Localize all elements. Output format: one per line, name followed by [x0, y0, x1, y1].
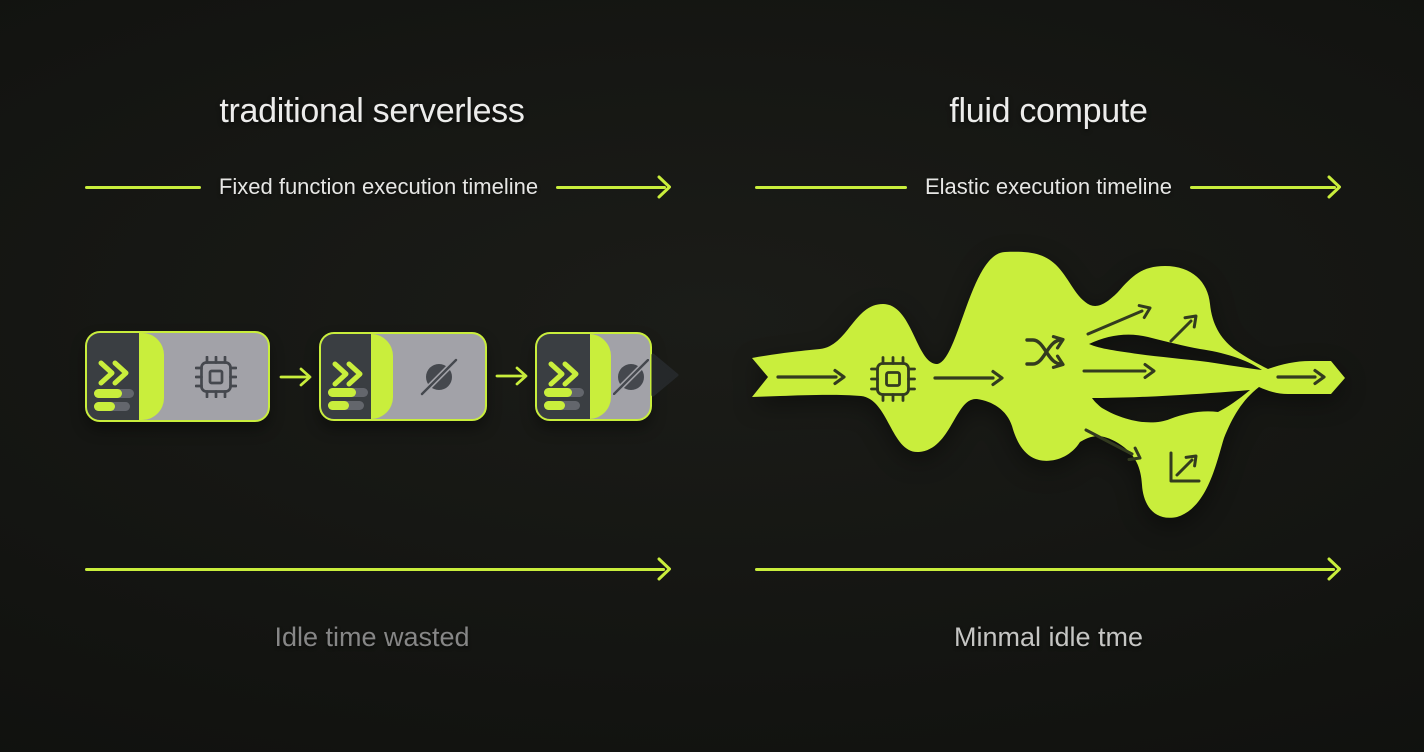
fluid-compute-blob — [752, 251, 1345, 518]
branch-down-arrow-icon — [1084, 428, 1142, 462]
code-chevrons-icon — [98, 360, 129, 386]
compute-section — [164, 333, 268, 420]
arrowhead-icon — [1327, 175, 1342, 199]
flow-arrow-icon — [776, 368, 846, 386]
diagonal-arrow-icon — [1169, 314, 1198, 343]
blob-shape — [752, 251, 1345, 518]
code-lines — [328, 388, 368, 410]
execution-band — [370, 334, 393, 419]
cpu-chip-icon — [195, 355, 237, 398]
function-box-2 — [319, 332, 487, 421]
idle-slash-icon — [420, 358, 458, 395]
right-caption: Minmal idle tme — [953, 622, 1144, 652]
step-arrow-icon — [495, 366, 528, 386]
code-chevrons-icon — [332, 361, 363, 387]
branch-up-arrow-icon — [1086, 304, 1152, 336]
execution-band — [589, 334, 611, 419]
right-timeline-label: Elastic execution timeline — [925, 174, 1173, 199]
left-timeline: Fixed function execution timeline — [85, 173, 672, 201]
code-lines — [94, 389, 134, 411]
right-bottom-timeline-arrow — [755, 556, 1342, 582]
arrowhead-icon — [657, 557, 671, 581]
right-panel-title: fluid compute — [949, 92, 1148, 130]
timeline-arrow — [556, 174, 672, 200]
fade-arrow-icon — [651, 353, 679, 397]
cpu-chip-icon — [870, 356, 916, 402]
timeline-arrow — [1190, 174, 1342, 200]
right-timeline: Elastic execution timeline — [755, 173, 1342, 201]
left-timeline-label: Fixed function execution timeline — [218, 174, 539, 199]
compute-section — [611, 334, 650, 419]
function-code-section — [321, 334, 371, 419]
flow-arrow-icon — [1276, 368, 1326, 386]
code-chevrons-icon — [548, 361, 579, 387]
function-box-1 — [85, 331, 270, 422]
arrowhead-icon — [1327, 557, 1341, 581]
flow-arrow-icon — [933, 369, 1004, 387]
function-box-3 — [535, 332, 652, 421]
left-panel-title: traditional serverless — [219, 92, 525, 130]
function-code-section — [537, 334, 590, 419]
shuffle-icon — [1025, 334, 1065, 370]
code-lines — [544, 388, 584, 410]
branch-mid-arrow-icon — [1082, 363, 1156, 379]
left-caption: Idle time wasted — [274, 622, 470, 652]
arrowhead-icon — [657, 175, 672, 199]
timeline-line — [85, 185, 201, 189]
timeline-line — [755, 185, 907, 189]
execution-band — [138, 333, 164, 420]
compute-section — [393, 334, 485, 419]
step-arrow-icon — [279, 367, 312, 387]
idle-slash-icon — [612, 358, 649, 395]
function-code-section — [87, 333, 139, 420]
left-bottom-timeline-arrow — [85, 556, 672, 582]
scale-expand-icon — [1169, 451, 1201, 483]
